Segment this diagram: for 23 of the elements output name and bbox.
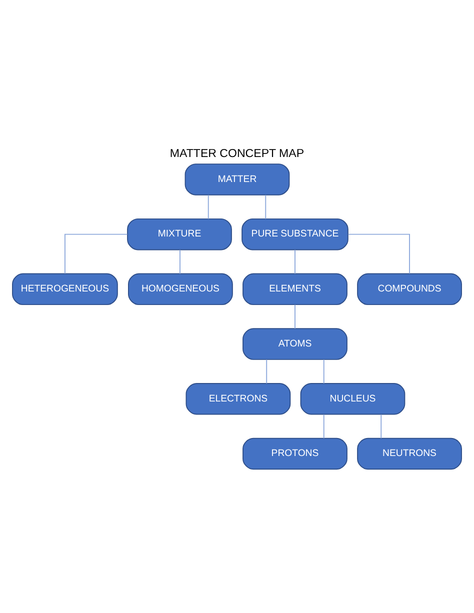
- node-box: HETEROGENEOUS: [12, 273, 118, 306]
- node-box: HOMOGENEOUS: [128, 273, 233, 306]
- node-box: MIXTURE: [127, 218, 232, 250]
- node-box: NEUTRONS: [357, 438, 462, 470]
- node-box: ELECTRONS: [186, 383, 291, 415]
- connector: [208, 194, 209, 220]
- node-box: PROTONS: [242, 438, 348, 470]
- diagram-title: MATTER CONCEPT MAP: [170, 148, 304, 160]
- connector: [348, 234, 410, 274]
- node-box: NUCLEUS: [300, 383, 406, 415]
- connector: [266, 359, 268, 384]
- connector: [323, 359, 324, 384]
- node-box: ELEMENTS: [242, 273, 348, 306]
- node-box: ATOMS: [242, 328, 348, 360]
- connector: [64, 234, 128, 274]
- connector: [323, 414, 324, 439]
- connector: [294, 249, 296, 274]
- node-box: COMPOUNDS: [357, 273, 462, 306]
- connector: [265, 194, 266, 220]
- node-box: MATTER: [184, 164, 290, 196]
- connector: [380, 414, 382, 439]
- connector: [294, 304, 296, 330]
- node-box: PURE SUBSTANCE: [242, 218, 348, 250]
